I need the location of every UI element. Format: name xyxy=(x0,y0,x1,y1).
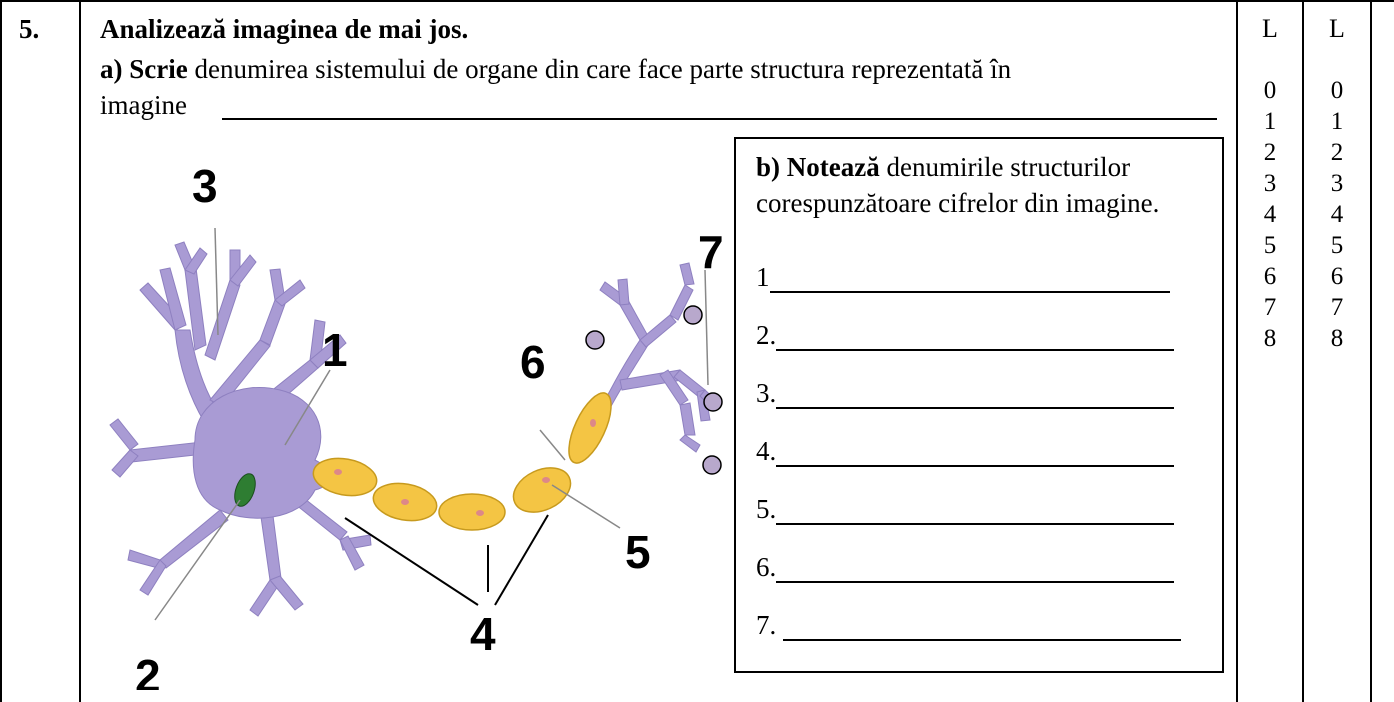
part-a-text: denumirea sistemului de organe din care … xyxy=(187,54,1012,84)
neuron-cell xyxy=(109,241,719,617)
score-value[interactable]: 0 xyxy=(1263,77,1277,104)
part-b-prompt: b) Notează denumirile structurilor cores… xyxy=(756,149,1216,221)
answer-row-1[interactable]: 1 xyxy=(756,259,1170,293)
score-column-2: 0 1 2 3 4 5 6 7 8 xyxy=(1322,75,1352,354)
score-value[interactable]: 8 xyxy=(1330,325,1344,352)
axon-terminals xyxy=(585,305,723,475)
score-value[interactable]: 6 xyxy=(1263,263,1277,290)
answer-blank[interactable] xyxy=(783,613,1181,641)
score-value[interactable]: 3 xyxy=(1330,170,1344,197)
score-column-1: 0 1 2 3 4 5 6 7 8 xyxy=(1255,75,1285,354)
score-value[interactable]: 5 xyxy=(1263,232,1277,259)
question-title: Analizează imaginea de mai jos. xyxy=(100,14,469,44)
part-b-verb: Notează xyxy=(786,152,880,182)
answer-row-3[interactable]: 3. xyxy=(756,375,1175,409)
score-value[interactable]: 4 xyxy=(1330,201,1344,228)
answer-number: 7. xyxy=(756,610,783,640)
label-leader-lines xyxy=(154,227,709,621)
table-top-border xyxy=(0,0,1394,2)
part-a-answer-line[interactable] xyxy=(222,118,1217,120)
part-a-prompt: a) Scrie denumirea sistemului de organe … xyxy=(100,54,1011,85)
label-6: 6 xyxy=(520,336,546,388)
neuron-diagram: 3 1 2 4 6 5 7 xyxy=(109,160,724,690)
answer-blank[interactable] xyxy=(776,497,1175,525)
score-value[interactable]: 5 xyxy=(1330,232,1344,259)
score-value[interactable]: 7 xyxy=(1263,294,1277,321)
score-value[interactable]: 1 xyxy=(1263,108,1277,135)
answer-number: 5. xyxy=(756,494,777,524)
table-col-divider xyxy=(1302,0,1304,702)
myelin-sheath xyxy=(312,392,612,531)
question-number: 5. xyxy=(19,14,40,44)
nucleus xyxy=(234,473,256,507)
score-value[interactable]: 7 xyxy=(1330,294,1344,321)
answer-blank[interactable] xyxy=(776,323,1175,351)
answer-blank[interactable] xyxy=(776,555,1175,583)
answer-row-5[interactable]: 5. xyxy=(756,491,1175,525)
label-2: 2 xyxy=(135,650,161,690)
answer-number: 3. xyxy=(756,378,777,408)
answer-number: 2. xyxy=(756,320,777,350)
label-7: 7 xyxy=(698,226,724,278)
score-value[interactable]: 1 xyxy=(1330,108,1344,135)
score-value[interactable]: 2 xyxy=(1263,139,1277,166)
table-left-border xyxy=(0,0,2,702)
answer-number: 4. xyxy=(756,436,777,466)
label-4: 4 xyxy=(470,608,496,660)
part-a-continuation: imagine xyxy=(100,90,187,120)
table-col-divider xyxy=(1236,0,1238,702)
part-a-verb: Scrie xyxy=(129,54,188,84)
score-value[interactable]: 8 xyxy=(1263,325,1277,352)
part-b-box: b) Notează denumirile structurilor cores… xyxy=(734,137,1224,673)
label-5: 5 xyxy=(625,526,651,578)
label-3: 3 xyxy=(192,160,218,212)
score-value[interactable]: 0 xyxy=(1330,77,1344,104)
answer-row-6[interactable]: 6. xyxy=(756,549,1175,583)
answer-number: 1 xyxy=(756,262,770,292)
score-value[interactable]: 6 xyxy=(1330,263,1344,290)
answer-number: 6. xyxy=(756,552,777,582)
score-header-1: L xyxy=(1262,14,1278,43)
score-value[interactable]: 3 xyxy=(1263,170,1277,197)
table-right-border xyxy=(1370,0,1372,702)
answer-blank[interactable] xyxy=(769,265,1170,293)
part-b-letter: b) xyxy=(756,152,781,182)
table-col-divider xyxy=(79,0,81,702)
answer-row-7[interactable]: 7. xyxy=(756,607,1181,641)
answer-row-4[interactable]: 4. xyxy=(756,433,1175,467)
answer-row-2[interactable]: 2. xyxy=(756,317,1175,351)
label-1: 1 xyxy=(322,324,348,376)
part-a-letter: a) xyxy=(100,54,123,84)
part-b-text: denumirile structurilor corespunzătoare … xyxy=(756,152,1160,218)
score-value[interactable]: 4 xyxy=(1263,201,1277,228)
answer-blank[interactable] xyxy=(776,381,1175,409)
score-header-2: L xyxy=(1329,14,1345,43)
answer-blank[interactable] xyxy=(776,439,1175,467)
score-value[interactable]: 2 xyxy=(1330,139,1344,166)
